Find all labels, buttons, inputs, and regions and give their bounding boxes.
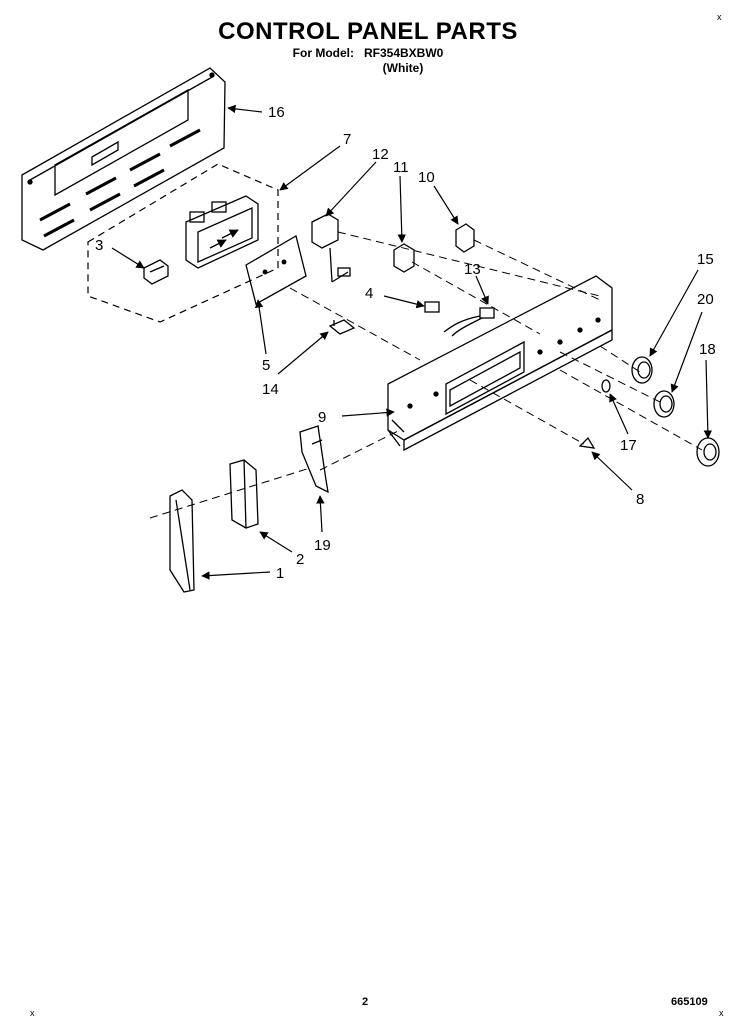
callout-12: 12 — [372, 146, 389, 163]
part-10-switch — [455, 223, 475, 253]
assembly-lines — [149, 231, 703, 519]
part-2-end-cap — [229, 459, 259, 529]
part-16-bracket — [328, 319, 356, 335]
document-number: 665109 — [671, 996, 708, 1008]
part-7-control-module — [185, 195, 259, 269]
callout-11: 11 — [393, 159, 409, 176]
page-number: 2 — [362, 996, 369, 1008]
part-20-knob — [653, 390, 675, 418]
callout-19: 19 — [314, 537, 331, 554]
model-color: (White) — [382, 61, 424, 75]
part-19-end-bracket — [299, 425, 329, 494]
callout-1: 1 — [276, 565, 284, 582]
callout-14: 15 — [697, 251, 714, 268]
corner-mark-bottom-right: x — [719, 1008, 724, 1018]
model-number: RF354BXBW0 — [363, 46, 444, 60]
part-4-connector — [424, 301, 440, 313]
callout-7: 7 — [343, 131, 351, 148]
part-13-harness — [443, 307, 495, 337]
callout-2: 2 — [296, 551, 304, 568]
callout-15: 18 — [699, 341, 716, 358]
part-17-backguard — [21, 67, 226, 251]
dashed-assembly-outline — [87, 163, 279, 323]
callout-9: 9 — [318, 409, 326, 426]
part-12-switch — [311, 213, 351, 283]
part-15-knob — [696, 437, 720, 467]
callout-5: 5 — [262, 357, 270, 374]
part-18-spacer — [601, 379, 611, 393]
callout-labels: 16 7 12 11 10 13 4 3 5 14 9 17 8 15 20 1… — [95, 104, 716, 582]
callout-8: 8 — [636, 491, 644, 508]
part-11-switch — [393, 243, 415, 273]
callout-20: 20 — [697, 291, 714, 308]
model-prefix: For Model: — [292, 46, 354, 60]
part-5-overlay — [245, 235, 307, 305]
part-9-control-panel — [387, 275, 613, 452]
callout-18: 17 — [620, 437, 637, 454]
part-8-button — [578, 436, 596, 449]
corner-mark-bottom-left: x — [30, 1008, 35, 1018]
callout-3: 3 — [95, 237, 103, 254]
callout-13: 13 — [464, 261, 481, 278]
callout-16: 14 — [262, 381, 279, 398]
callout-17: 16 — [268, 104, 285, 121]
model-line: For Model: RF354BXBW0 — [0, 46, 736, 60]
corner-mark-top-right: x — [717, 12, 722, 22]
part-1-side-trim — [169, 489, 195, 593]
page-title: CONTROL PANEL PARTS — [218, 18, 518, 45]
part-14-knob — [631, 356, 653, 384]
callout-10: 10 — [418, 169, 435, 186]
callout-4: 4 — [365, 285, 373, 302]
part-3-clip — [143, 259, 169, 285]
leader-arrows — [111, 104, 713, 580]
